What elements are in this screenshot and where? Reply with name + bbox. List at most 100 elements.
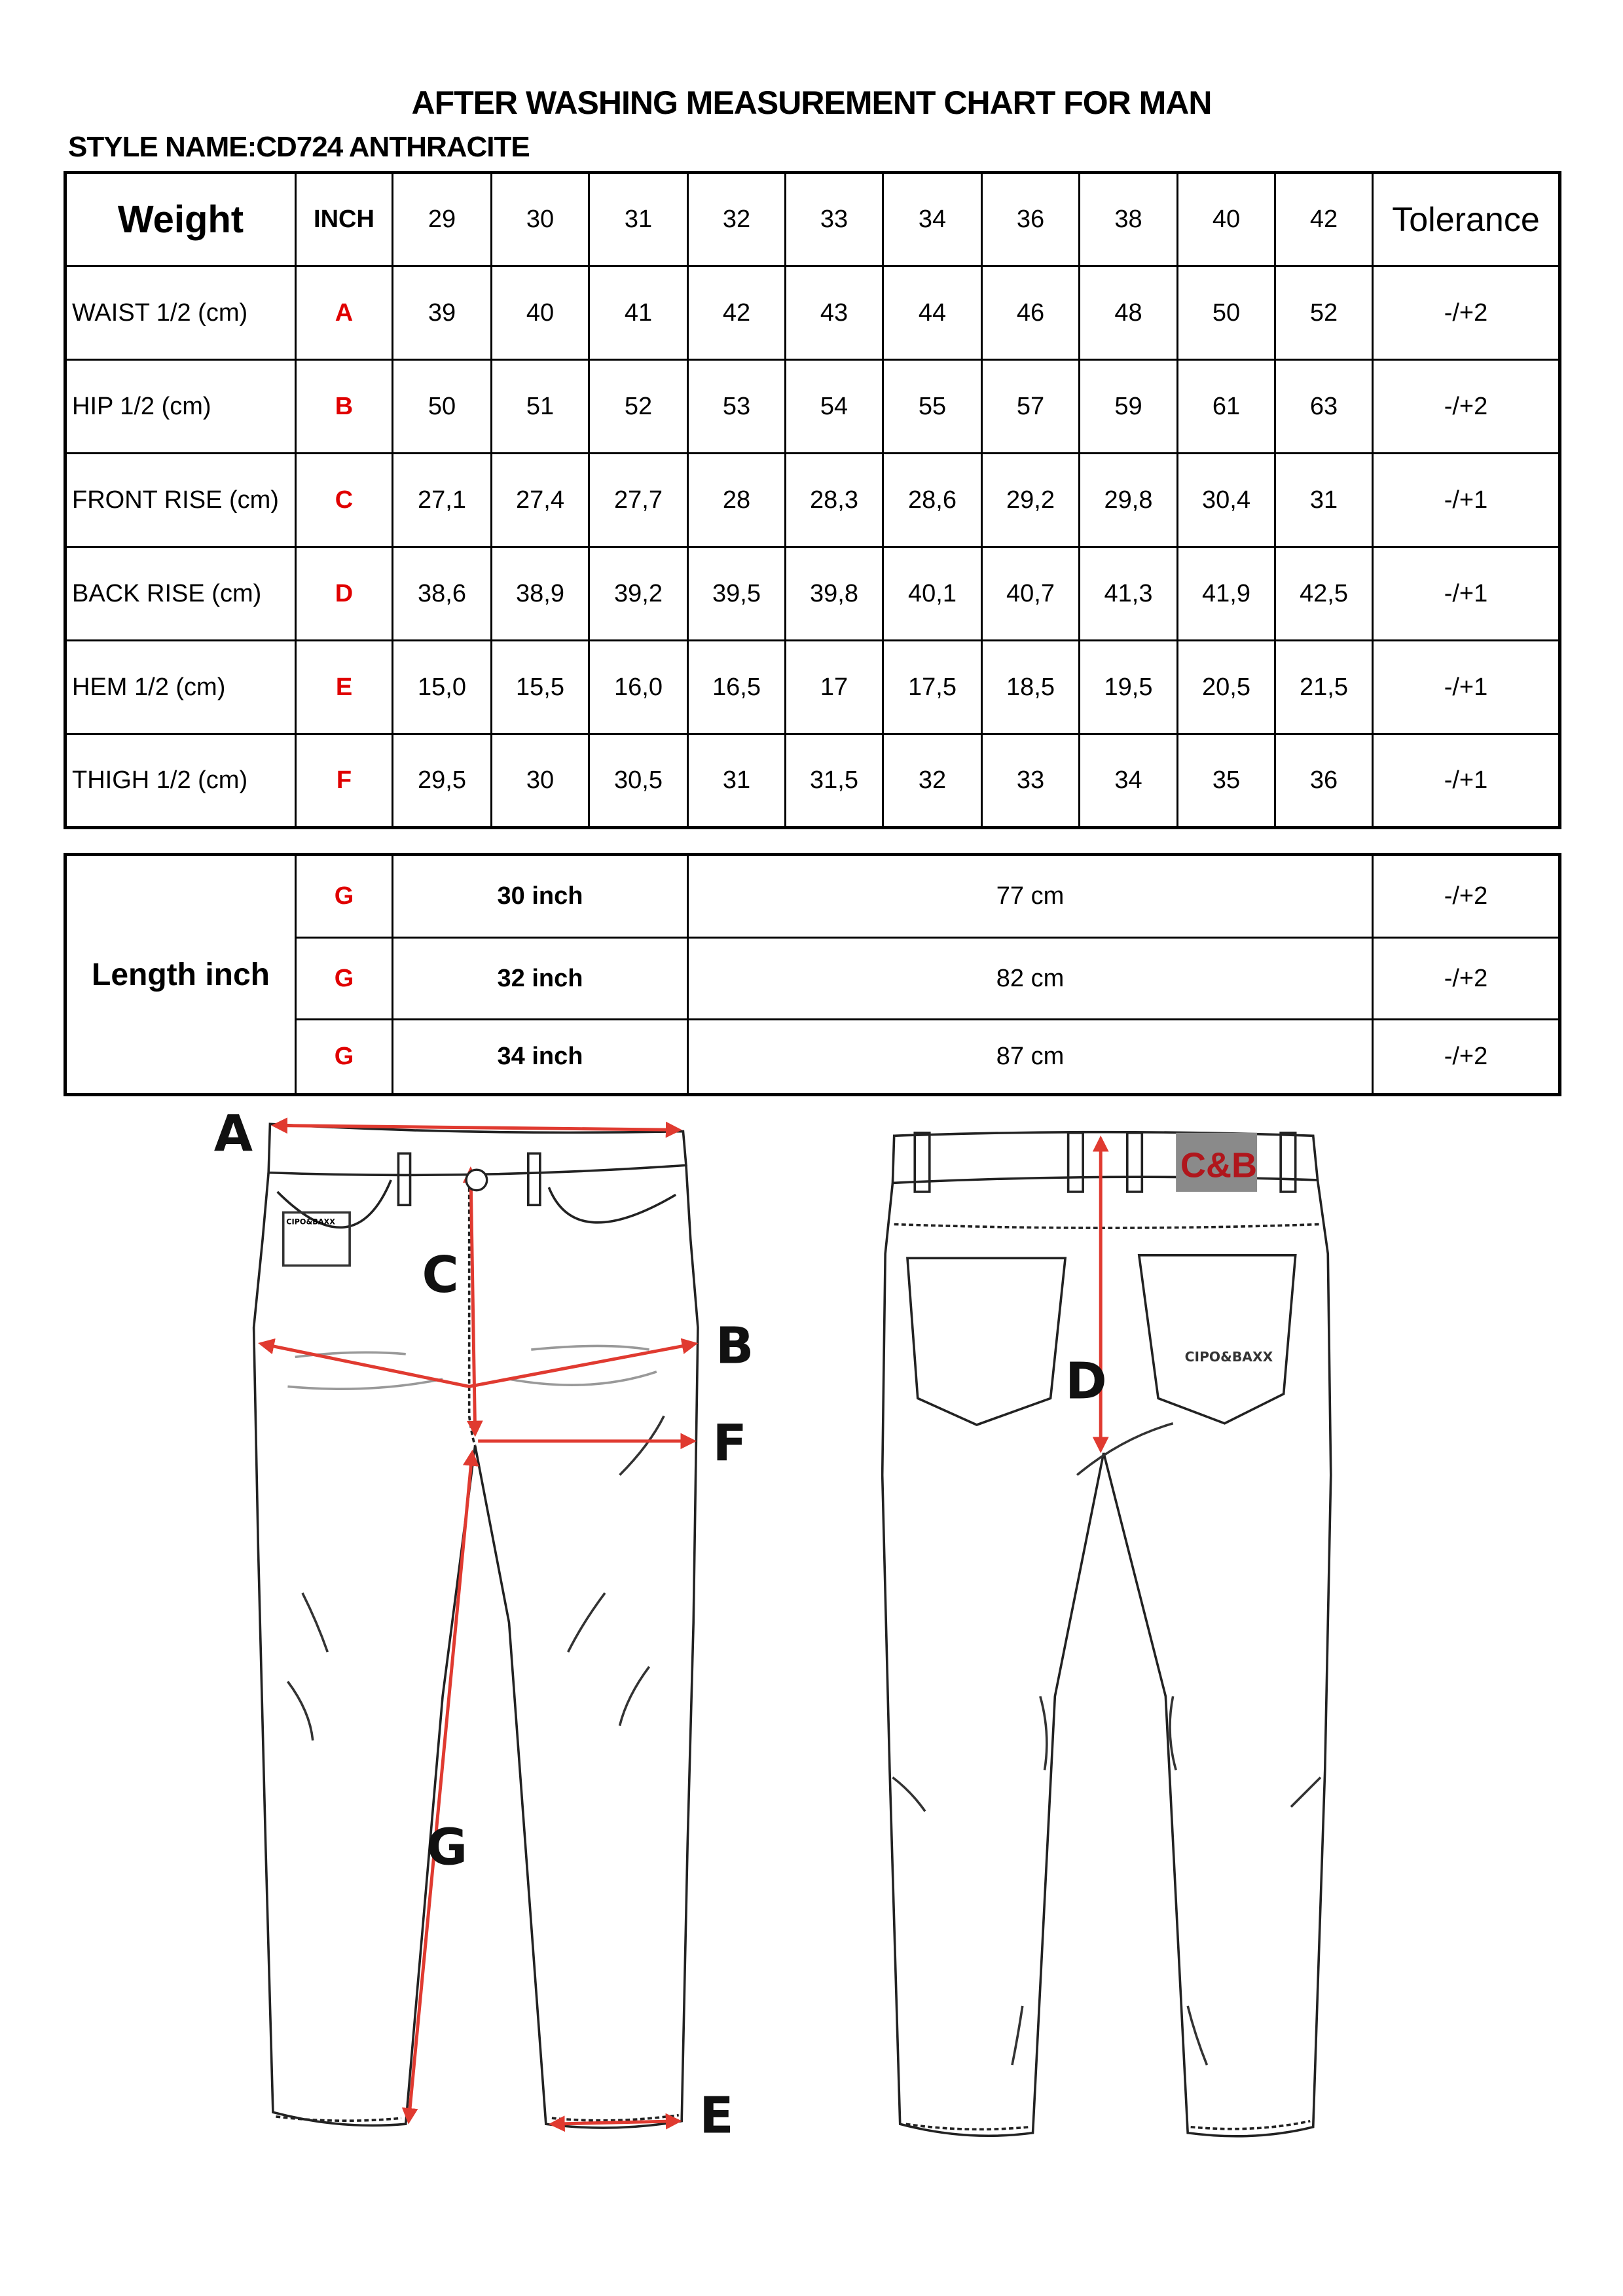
row-value: 15,0 xyxy=(392,639,492,735)
row-value: 35 xyxy=(1176,733,1276,829)
header-inch: INCH xyxy=(295,171,393,267)
row-value: 61 xyxy=(1176,359,1276,454)
length-cm: 87 cm xyxy=(687,1018,1374,1096)
button-icon xyxy=(465,1168,488,1192)
label-B: B xyxy=(716,1317,754,1375)
label-C: C xyxy=(422,1246,459,1304)
back-brand-label: CIPO&BAXX xyxy=(1185,1349,1273,1365)
row-value: 29,8 xyxy=(1078,452,1178,548)
header-size: 34 xyxy=(882,171,983,267)
row-value: 30,4 xyxy=(1176,452,1276,548)
row-value: 32 xyxy=(882,733,983,829)
row-code: F xyxy=(295,733,393,829)
row-value: 36 xyxy=(1274,733,1374,829)
header-tolerance: Tolerance xyxy=(1372,171,1561,267)
row-value: 41,3 xyxy=(1078,546,1178,641)
row-value: 41,9 xyxy=(1176,546,1276,641)
row-value: 54 xyxy=(784,359,884,454)
style-name: STYLE NAME:CD724 ANTHRACITE xyxy=(68,131,530,163)
length-label: Length inch xyxy=(64,853,297,1096)
row-value: 30,5 xyxy=(588,733,689,829)
row-label: BACK RISE (cm) xyxy=(64,546,297,641)
row-value: 16,0 xyxy=(588,639,689,735)
row-value: 44 xyxy=(882,265,983,361)
cb-logo: C&B xyxy=(1180,1145,1257,1185)
row-value: 19,5 xyxy=(1078,639,1178,735)
row-value: 39,5 xyxy=(687,546,786,641)
row-value: 39,8 xyxy=(784,546,884,641)
row-value: 59 xyxy=(1078,359,1178,454)
row-value: 52 xyxy=(588,359,689,454)
row-value: 31 xyxy=(687,733,786,829)
row-value: 42,5 xyxy=(1274,546,1374,641)
header-size: 31 xyxy=(588,171,689,267)
row-value: 27,7 xyxy=(588,452,689,548)
length-code: G xyxy=(295,937,393,1020)
row-value: 38,6 xyxy=(392,546,492,641)
row-value: 57 xyxy=(981,359,1080,454)
row-value: 40,1 xyxy=(882,546,983,641)
length-cm: 77 cm xyxy=(687,853,1374,939)
row-value: 55 xyxy=(882,359,983,454)
row-value: 42 xyxy=(687,265,786,361)
row-value: 41 xyxy=(588,265,689,361)
length-code: G xyxy=(295,853,393,939)
header-size: 38 xyxy=(1078,171,1178,267)
row-tolerance: -/+1 xyxy=(1372,546,1561,641)
cb-logo-box xyxy=(1176,1132,1258,1192)
row-tolerance: -/+2 xyxy=(1372,359,1561,454)
row-value: 39,2 xyxy=(588,546,689,641)
row-value: 27,4 xyxy=(490,452,590,548)
row-value: 50 xyxy=(1176,265,1276,361)
length-inch: 32 inch xyxy=(392,937,689,1020)
header-size: 30 xyxy=(490,171,590,267)
length-inch: 30 inch xyxy=(392,853,689,939)
row-value: 52 xyxy=(1274,265,1374,361)
row-label: FRONT RISE (cm) xyxy=(64,452,297,548)
row-value: 28 xyxy=(687,452,786,548)
row-value: 50 xyxy=(392,359,492,454)
row-value: 40,7 xyxy=(981,546,1080,641)
row-value: 28,6 xyxy=(882,452,983,548)
length-code: G xyxy=(295,1018,393,1096)
header-size: 36 xyxy=(981,171,1080,267)
row-tolerance: -/+2 xyxy=(1372,265,1561,361)
row-value: 28,3 xyxy=(784,452,884,548)
row-code: B xyxy=(295,359,393,454)
row-value: 33 xyxy=(981,733,1080,829)
length-cm: 82 cm xyxy=(687,937,1374,1020)
header-size: 40 xyxy=(1176,171,1276,267)
row-value: 27,1 xyxy=(392,452,492,548)
row-label: HEM 1/2 (cm) xyxy=(64,639,297,735)
row-value: 34 xyxy=(1078,733,1178,829)
back-jeans-outline xyxy=(881,1130,1332,2138)
row-value: 39 xyxy=(392,265,492,361)
front-measure-lines xyxy=(258,1117,699,2132)
row-value: 43 xyxy=(784,265,884,361)
label-E: E xyxy=(699,2087,733,2145)
row-value: 30 xyxy=(490,733,590,829)
row-value: 31,5 xyxy=(784,733,884,829)
row-value: 48 xyxy=(1078,265,1178,361)
label-D: D xyxy=(1065,1352,1107,1410)
row-tolerance: -/+1 xyxy=(1372,733,1561,829)
row-label: WAIST 1/2 (cm) xyxy=(64,265,297,361)
length-tolerance: -/+2 xyxy=(1372,937,1561,1020)
length-tolerance: -/+2 xyxy=(1372,853,1561,939)
row-label: THIGH 1/2 (cm) xyxy=(64,733,297,829)
length-inch: 34 inch xyxy=(392,1018,689,1096)
row-label: HIP 1/2 (cm) xyxy=(64,359,297,454)
header-size: 33 xyxy=(784,171,884,267)
row-value: 29,5 xyxy=(392,733,492,829)
